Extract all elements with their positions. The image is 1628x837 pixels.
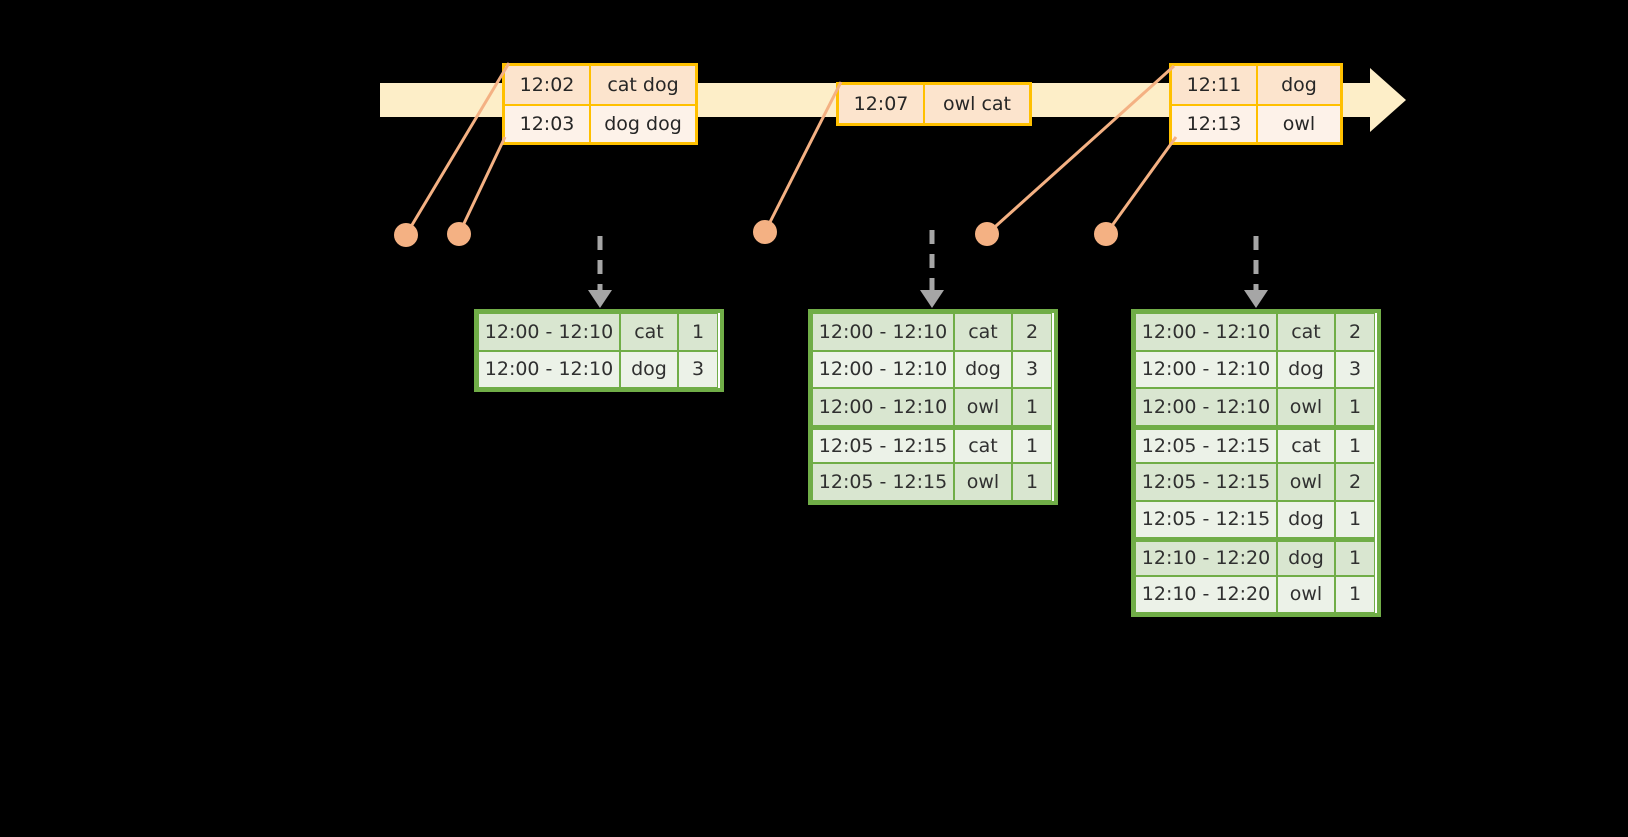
cell-count: 1 — [1335, 575, 1375, 613]
event-row: 12:11 dog — [1172, 66, 1340, 104]
connector-line — [1104, 136, 1178, 235]
event-dot — [1094, 222, 1118, 246]
event-dot — [394, 223, 418, 247]
event-row: 12:13 owl — [1172, 104, 1340, 142]
cell-count: 1 — [678, 313, 718, 351]
event-box[interactable]: 12:11 dog 12:13 owl — [1169, 63, 1343, 145]
cell-key: cat — [954, 425, 1012, 463]
timeline-arrowhead-icon — [1370, 68, 1406, 132]
cell-count: 2 — [1335, 463, 1375, 501]
cell-window: 12:05 - 12:15 — [1135, 463, 1277, 501]
event-value: cat dog — [607, 74, 679, 96]
cell-window: 12:10 - 12:20 — [1135, 538, 1277, 576]
dashed-arrow-head-icon — [920, 290, 944, 308]
cell-key: owl — [1277, 388, 1335, 426]
cell-count: 2 — [1012, 313, 1052, 351]
cell-count: 1 — [1012, 425, 1052, 463]
cell-window: 12:00 - 12:10 — [478, 313, 620, 351]
cell-window: 12:05 - 12:15 — [1135, 425, 1277, 463]
event-time: 12:03 — [505, 106, 591, 142]
cell-key: cat — [954, 313, 1012, 351]
cell-count: 1 — [1335, 388, 1375, 426]
event-box[interactable]: 12:02 cat dog 12:03 dog dog — [502, 63, 698, 145]
cell-window: 12:00 - 12:10 — [478, 350, 620, 388]
cell-key: dog — [1277, 350, 1335, 388]
cell-count: 3 — [678, 350, 718, 388]
event-time: 12:11 — [1172, 66, 1258, 104]
cell-window: 12:05 - 12:15 — [812, 425, 954, 463]
event-value: dog — [1281, 74, 1317, 96]
dashed-arrow-head-icon — [588, 290, 612, 308]
dashed-arrow-head-icon — [1244, 290, 1268, 308]
cell-key: cat — [620, 313, 678, 351]
cell-window: 12:00 - 12:10 — [812, 350, 954, 388]
cell-key: cat — [1277, 313, 1335, 351]
cell-key: owl — [954, 463, 1012, 501]
cell-count: 3 — [1335, 350, 1375, 388]
cell-window: 12:05 - 12:15 — [812, 463, 954, 501]
cell-key: owl — [1277, 575, 1335, 613]
cell-key: cat — [1277, 425, 1335, 463]
event-dot — [753, 220, 777, 244]
cell-window: 12:05 - 12:15 — [1135, 500, 1277, 538]
cell-window: 12:10 - 12:20 — [1135, 575, 1277, 613]
cell-key: dog — [1277, 538, 1335, 576]
cell-count: 1 — [1012, 463, 1052, 501]
event-dot — [447, 222, 471, 246]
cell-window: 12:00 - 12:10 — [812, 313, 954, 351]
cell-window: 12:00 - 12:10 — [1135, 350, 1277, 388]
connector-line — [457, 136, 507, 235]
cell-key: dog — [620, 350, 678, 388]
cell-window: 12:00 - 12:10 — [812, 388, 954, 426]
event-dot — [975, 222, 999, 246]
event-time: 12:02 — [505, 66, 591, 104]
event-row: 12:07 owl cat — [839, 85, 1029, 123]
event-value: dog dog — [604, 113, 682, 135]
cell-key: owl — [1277, 463, 1335, 501]
event-row: 12:02 cat dog — [505, 66, 695, 104]
cell-window: 12:00 - 12:10 — [1135, 313, 1277, 351]
cell-count: 1 — [1335, 425, 1375, 463]
event-box[interactable]: 12:07 owl cat — [836, 82, 1032, 126]
cell-count: 3 — [1012, 350, 1052, 388]
event-time: 12:13 — [1172, 106, 1258, 142]
cell-count: 1 — [1012, 388, 1052, 426]
cell-key: dog — [954, 350, 1012, 388]
event-row: 12:03 dog dog — [505, 104, 695, 142]
cell-key: dog — [1277, 500, 1335, 538]
cell-window: 12:00 - 12:10 — [1135, 388, 1277, 426]
event-value: owl cat — [942, 93, 1012, 115]
cell-count: 2 — [1335, 313, 1375, 351]
cell-count: 1 — [1335, 538, 1375, 576]
event-time: 12:07 — [839, 85, 925, 123]
cell-count: 1 — [1335, 500, 1375, 538]
cell-key: owl — [954, 388, 1012, 426]
event-value: owl — [1282, 113, 1316, 135]
